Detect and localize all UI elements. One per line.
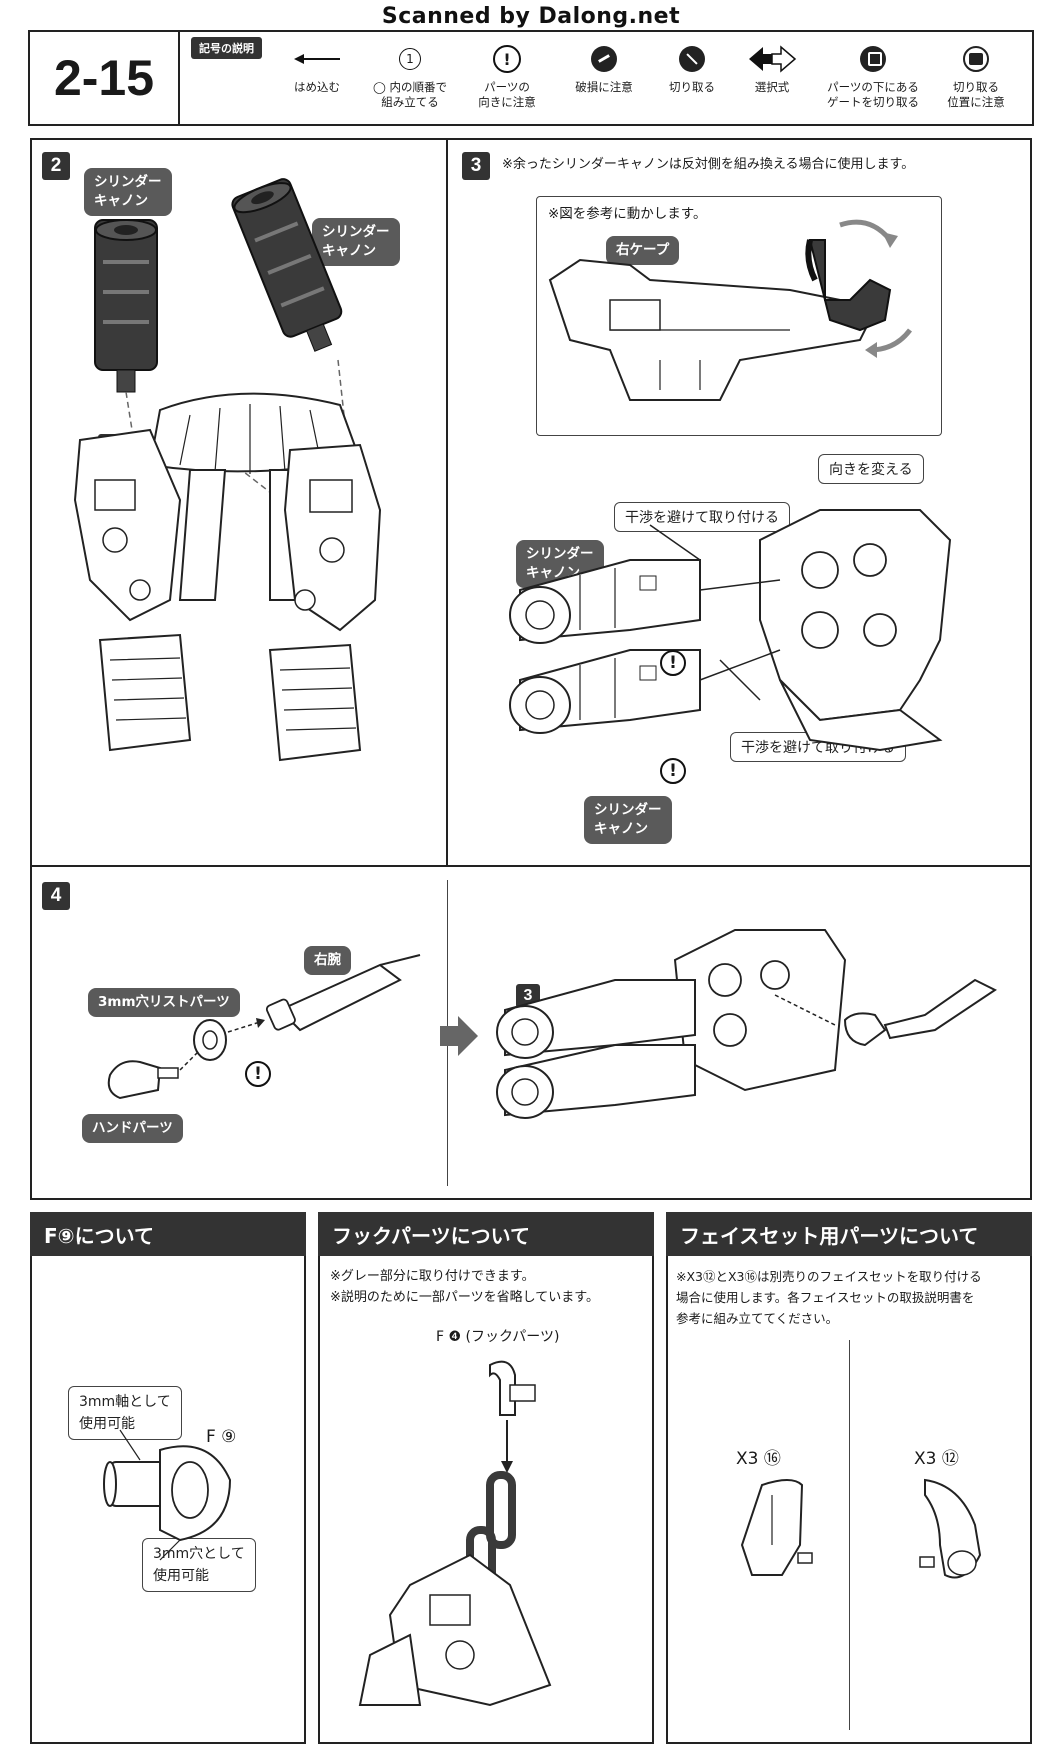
legend-label: ◯ 内の順番で 組み立てる [372, 80, 448, 109]
exclamation-icon: ! [493, 45, 521, 73]
arrow-left-icon [294, 54, 340, 64]
page-number: 2-15 [53, 50, 155, 106]
gate-cut-icon [860, 46, 886, 72]
face-note: ※X3⑫とX3⑯は別売りのフェイスセットを取り付ける 場合に使用します。各フェイ… [676, 1269, 982, 1326]
cut-icon [679, 46, 705, 72]
step-3-badge: 3 [462, 152, 490, 180]
step-2-badge: 2 [42, 152, 70, 180]
step2-illustration [73, 178, 382, 762]
cannon-bottom [509, 649, 701, 734]
legend-item-position: 切り取る 位置に注意 [930, 42, 1022, 110]
circled-one-icon: 1 [399, 48, 421, 70]
header-divider [178, 30, 180, 126]
face-part-left-label: X3 ⑯ [736, 1449, 781, 1469]
step3-avoid-label-top: 干渉を避けて取り付ける [614, 502, 790, 532]
step3-inset-label: 右ケープ [606, 236, 680, 265]
step3-rotate-label: 向きを変える [818, 454, 924, 484]
step4-illustration [107, 954, 421, 1100]
legend-label: パーツの 向きに注意 [478, 80, 536, 109]
panel-f9-title: F⑨について [30, 1212, 306, 1256]
divider-vertical-top [446, 138, 448, 866]
hook-illustration [358, 1360, 552, 1707]
breakage-icon [591, 46, 617, 72]
face-part-left [740, 1479, 813, 1576]
legend-item-gate: パーツの下にある ゲートを切り取る [824, 42, 922, 110]
double-arrow-icon [749, 45, 797, 73]
face-part-right [919, 1478, 982, 1579]
step3-note: ※余ったシリンダーキャノンは反対側を組み換える場合に使用します。 [502, 157, 915, 172]
step3-warn-icon-top: ! [660, 650, 686, 676]
step-4-badge: 4 [42, 882, 70, 910]
legend-title: 記号の説明 [191, 37, 262, 59]
legend-item-cut: 切り取る [646, 42, 738, 95]
step3-cannon-label-bottom: シリンダー キャノン [584, 796, 672, 844]
panel-face-title: フェイスセット用パーツについて [666, 1212, 1032, 1256]
cylinder-cannon-left [94, 219, 158, 393]
legend-item-order: 1 ◯ 内の順番で 組み立てる [364, 42, 456, 110]
step2-cannon-label-left: シリンダー キャノン [84, 168, 172, 216]
legend-label: 切り取る 位置に注意 [947, 80, 1005, 109]
step3-inset-illustration [548, 219, 912, 401]
hook-note: ※グレー部分に取り付けできます。 ※説明のために一部パーツを省略しています。 [330, 1269, 599, 1305]
watermark: Scanned by Dalong.net [381, 4, 681, 29]
step4-hand-label: ハンドパーツ [82, 1114, 183, 1143]
step3-main-illustration [509, 509, 952, 752]
f9-part-illustration [103, 1429, 232, 1561]
legend-item-breakage: 破損に注意 [558, 42, 650, 95]
step4-wrist-label: 3mm穴リストパーツ [88, 988, 240, 1017]
legend-label: はめ込む [294, 80, 340, 94]
step3-inset-box [536, 196, 942, 436]
face-part-right-label: X3 ⑫ [914, 1449, 959, 1469]
step4-arm-label: 右腕 [304, 946, 351, 975]
legend-item-select: 選択式 [726, 42, 818, 95]
f9-part-label: F ⑨ [206, 1427, 237, 1447]
legend-label: 切り取る [669, 80, 715, 94]
cannon-top [509, 559, 701, 644]
legend-label: 選択式 [754, 80, 790, 94]
legend-label: 破損に注意 [575, 80, 633, 94]
legend-label: パーツの下にある ゲートを切り取る [827, 80, 919, 109]
hook-part-label: F ❹ (フックパーツ) [436, 1329, 560, 1345]
divider-horizontal [30, 865, 1032, 867]
step4-result-illustration [496, 929, 997, 1119]
panel-hook-title: フックパーツについて [318, 1212, 654, 1256]
cylinder-cannon-right [231, 178, 343, 352]
position-cut-icon [963, 46, 989, 72]
f9-shaft-label: 3mm軸として 使用可能 [68, 1386, 182, 1440]
face-divider [849, 1340, 850, 1730]
f9-hole-label: 3mm穴として 使用可能 [142, 1538, 256, 1592]
step3-warn-icon-bottom: ! [660, 758, 686, 784]
legend-item-direction: ! パーツの 向きに注意 [461, 42, 553, 110]
exclamation-glyph: ! [503, 49, 511, 69]
step4-warn-icon: ! [245, 1061, 271, 1087]
legend-item-fit: はめ込む [271, 42, 363, 95]
step4-proceed-arrow [440, 1016, 478, 1056]
step2-cannon-label-right: シリンダー キャノン [312, 218, 400, 266]
step3-inset-note: ※図を参考に動かします。 [548, 206, 707, 222]
circled-one-glyph: 1 [406, 52, 414, 66]
